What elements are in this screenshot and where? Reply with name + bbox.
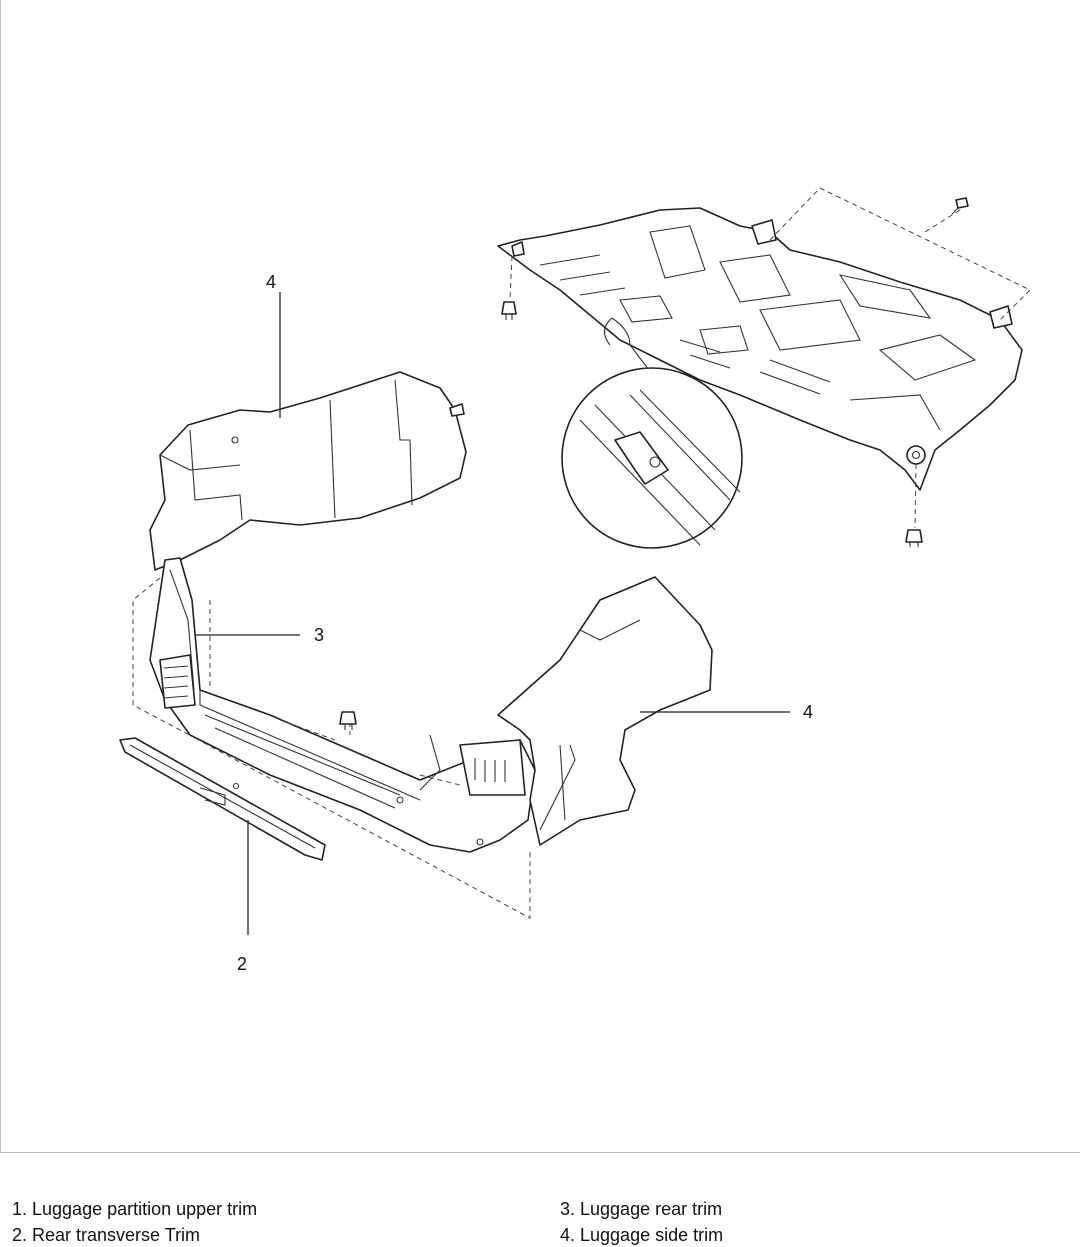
clip-icon (501, 301, 517, 320)
luggage-rear-trim (149, 557, 536, 853)
luggage-side-trim-right (497, 576, 713, 846)
callout-4-right: 4 (803, 702, 813, 722)
legend-item: 1. Luggage partition upper trim (12, 1199, 258, 1219)
callout-3: 3 (314, 625, 324, 645)
exploded-parts-diagram: 4 3 4 2 (119, 187, 1031, 974)
callout-2: 2 (237, 954, 247, 974)
luggage-partition-upper-trim (497, 207, 1023, 491)
screw-icon (951, 197, 969, 215)
legend-item: 4. Luggage side trim (560, 1225, 724, 1245)
legend-column-right: 3. Luggage rear trim 4. Luggage side tri… (560, 1196, 723, 1247)
parts-legend: 1. Luggage partition upper trim 2. Rear … (0, 1196, 1081, 1246)
legend-item: 2. Rear transverse Trim (12, 1225, 201, 1245)
luggage-side-trim-left (149, 371, 467, 571)
legend-item: 3. Luggage rear trim (560, 1199, 723, 1219)
detail-magnifier (561, 317, 743, 549)
clip-icon (905, 529, 923, 547)
rear-transverse-trim (119, 737, 326, 861)
callout-4-upper: 4 (266, 272, 276, 292)
diagram-frame (0, 0, 1080, 1153)
clip-icon (339, 711, 357, 730)
legend-column-left: 1. Luggage partition upper trim 2. Rear … (12, 1196, 257, 1247)
